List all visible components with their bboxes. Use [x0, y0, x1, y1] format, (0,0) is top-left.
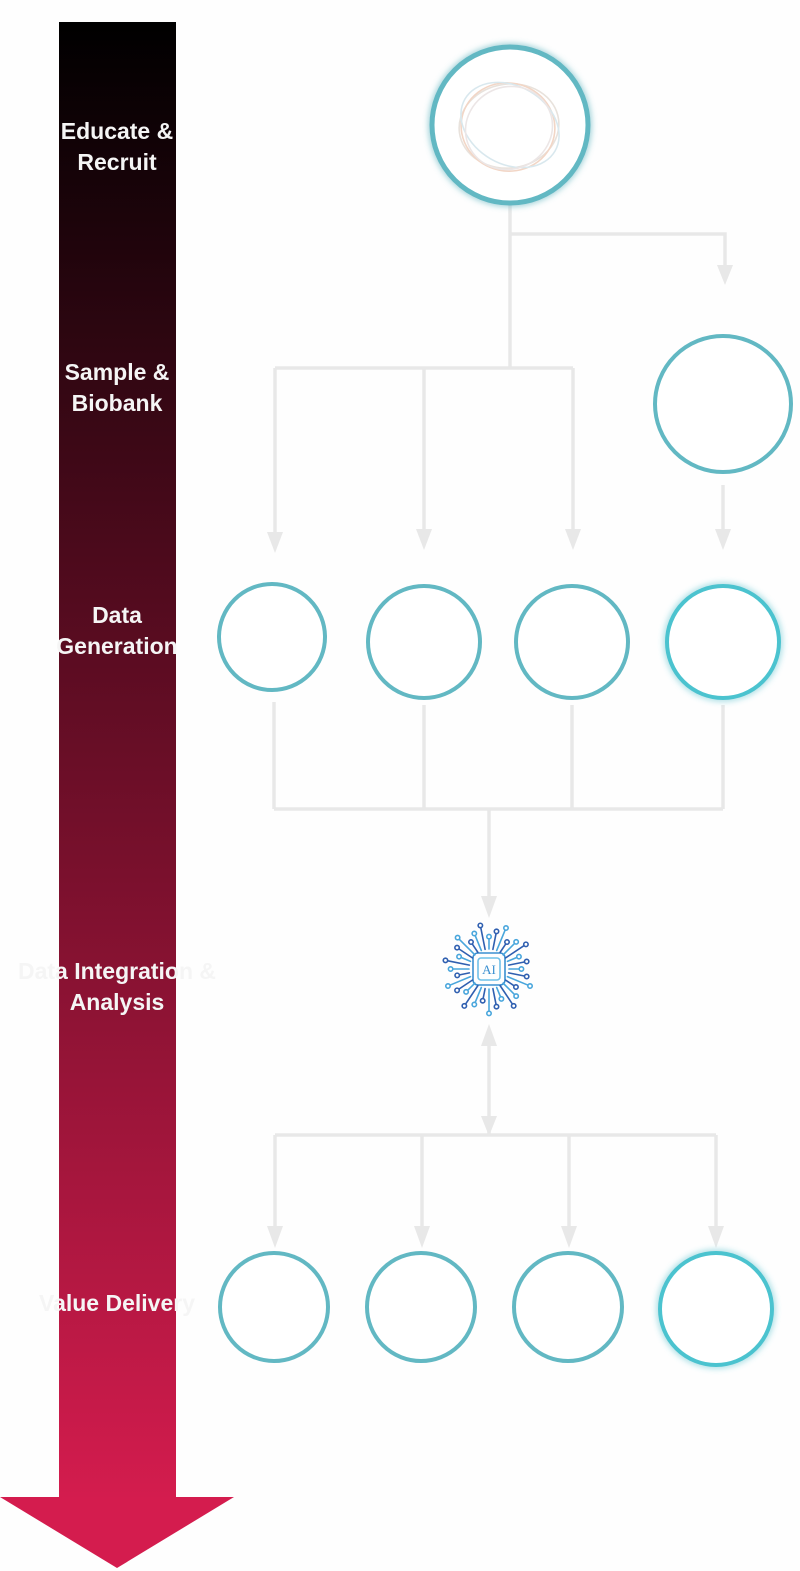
connector-lines [267, 205, 733, 1248]
stage-label-integration: Data Integration & Analysis [17, 958, 217, 1015]
ai-chip-label: AI [482, 962, 496, 977]
stage-label-sample: Sample & Biobank [64, 359, 170, 416]
node-value-4 [658, 1251, 774, 1367]
node-data-gen-4 [665, 584, 781, 700]
connector-arrowhead [267, 532, 283, 553]
connector-arrowhead [414, 1226, 430, 1248]
scribble-ring-icon [458, 81, 560, 172]
connector-arrowhead [708, 1226, 724, 1248]
connector-top-branch-right [510, 232, 727, 272]
connector-arrowhead [481, 1116, 497, 1136]
node-data-gen-1 [217, 582, 327, 692]
stage-label-value-delivery: Value Delivery [39, 1290, 195, 1316]
connector-arrowhead [565, 529, 581, 550]
node-value-1 [218, 1251, 330, 1363]
connector-arrowhead [715, 529, 731, 550]
stage-label-data-generation: Data Generation [56, 602, 178, 659]
node-biobank [653, 334, 793, 474]
nodes [217, 44, 793, 1367]
pipeline-arrow-head [0, 1497, 234, 1568]
pipeline-arrow [0, 22, 234, 1568]
stage-label-educate: Educate & Recruit [60, 118, 174, 175]
connector-arrowhead [267, 1226, 283, 1248]
node-value-3 [512, 1251, 624, 1363]
connector-arrowhead [416, 529, 432, 550]
pipeline-arrow-shaft [59, 22, 176, 1502]
node-data-gen-3 [514, 584, 630, 700]
connector-arrowhead [717, 265, 733, 285]
connector-arrowhead [561, 1226, 577, 1248]
node-data-gen-2 [366, 584, 482, 700]
node-educate [429, 44, 591, 206]
ai-chip-icon: AI [442, 922, 534, 1017]
connector-arrowhead [481, 1024, 497, 1046]
node-value-2 [365, 1251, 477, 1363]
connector-arrowhead [481, 896, 497, 918]
